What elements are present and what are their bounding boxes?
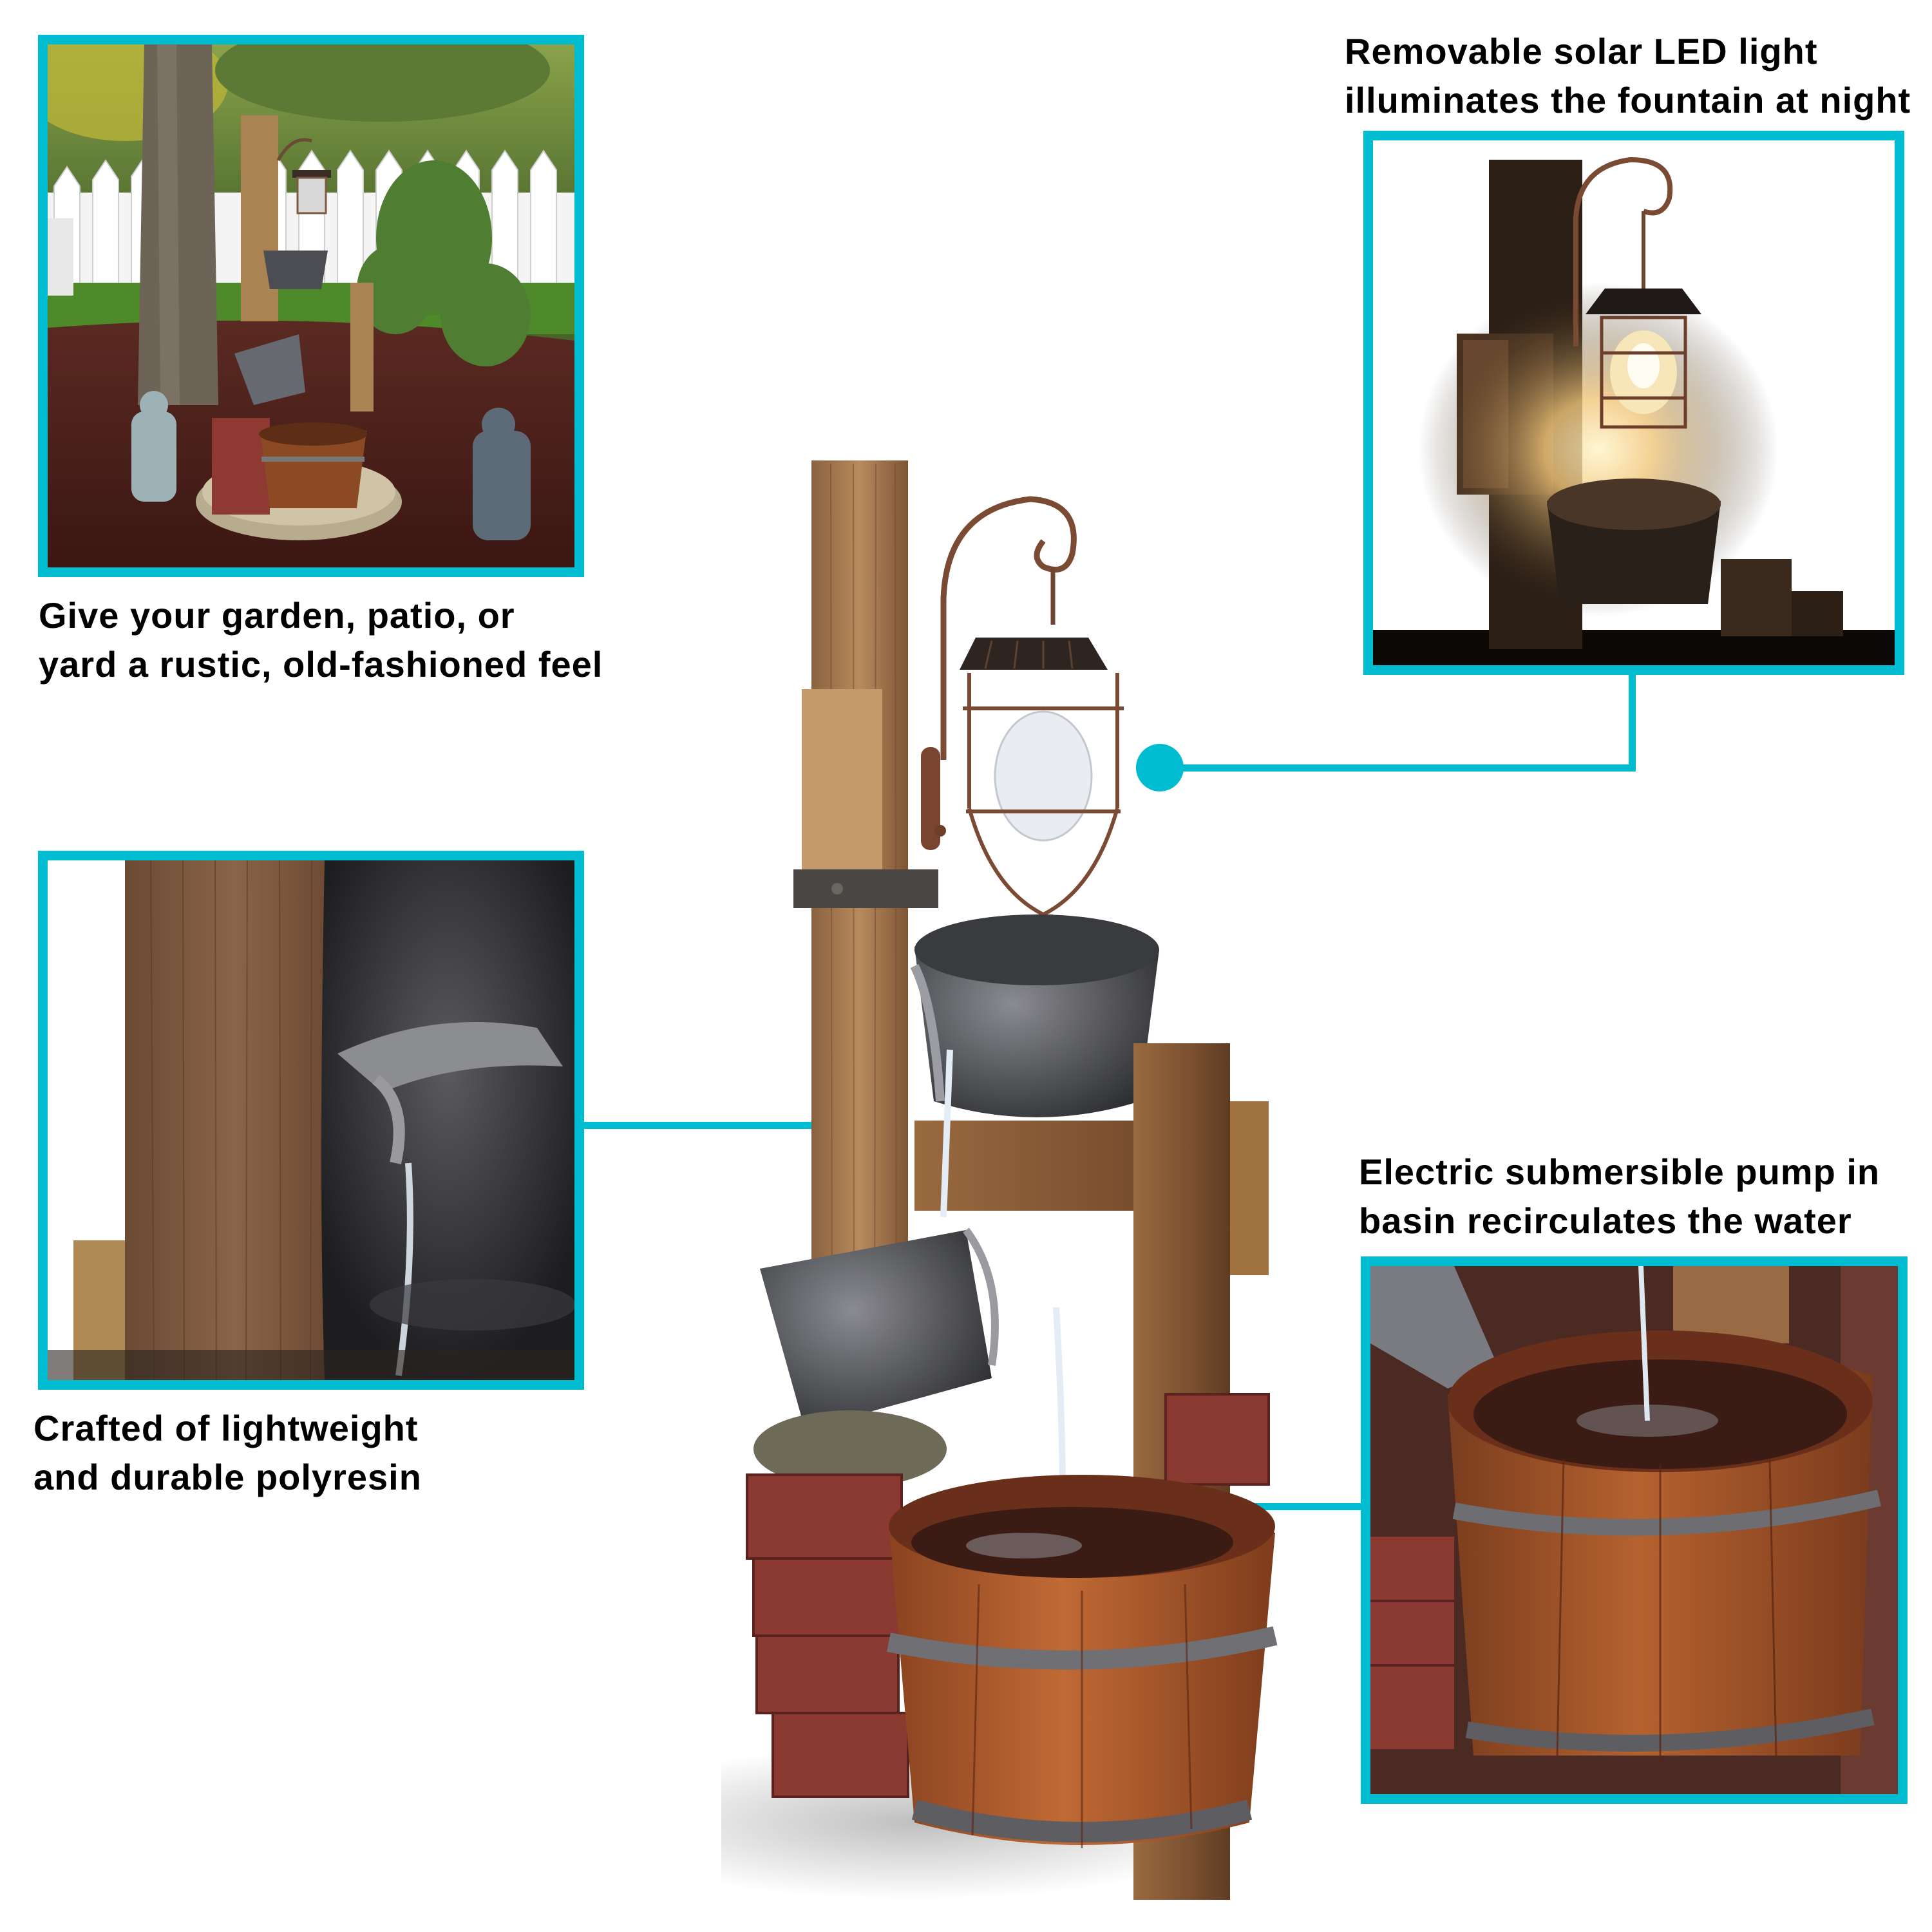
polyresin-photo-frame <box>38 851 584 1390</box>
solar-light-photo-frame <box>1363 131 1904 675</box>
polyresin-caption-line1: Crafted of lightweight <box>33 1408 419 1448</box>
solar-light-caption-line1: Removable solar LED light <box>1345 31 1818 71</box>
garden-caption: Give your garden, patio, or yard a rusti… <box>39 591 603 689</box>
polyresin-caption-line2: and durable polyresin <box>33 1457 422 1497</box>
solar-light-caption: Removable solar LED light illuminates th… <box>1345 27 1911 125</box>
pump-photo-frame <box>1361 1256 1908 1804</box>
garden-caption-line2: yard a rustic, old-fashioned feel <box>39 644 603 685</box>
product-fountain <box>721 451 1301 1932</box>
fountain-illustration <box>721 460 1278 1900</box>
polyresin-photo <box>48 860 574 1380</box>
pump-photo <box>1370 1266 1898 1794</box>
pump-caption: Electric submersible pump in basin recir… <box>1359 1148 1880 1245</box>
solar-light-caption-line2: illuminates the fountain at night <box>1345 80 1911 120</box>
garden-photo <box>48 44 574 567</box>
solar-light-connector-h <box>1159 764 1636 772</box>
polyresin-caption: Crafted of lightweight and durable polyr… <box>33 1404 422 1502</box>
pump-caption-line2: basin recirculates the water <box>1359 1200 1852 1241</box>
solar-light-connector-v <box>1629 666 1636 772</box>
polyresin-connector-h <box>583 1122 835 1129</box>
garden-photo-frame <box>38 35 584 577</box>
garden-caption-line1: Give your garden, patio, or <box>39 595 515 636</box>
pump-caption-line1: Electric submersible pump in <box>1359 1151 1880 1192</box>
solar-light-photo <box>1373 140 1895 665</box>
